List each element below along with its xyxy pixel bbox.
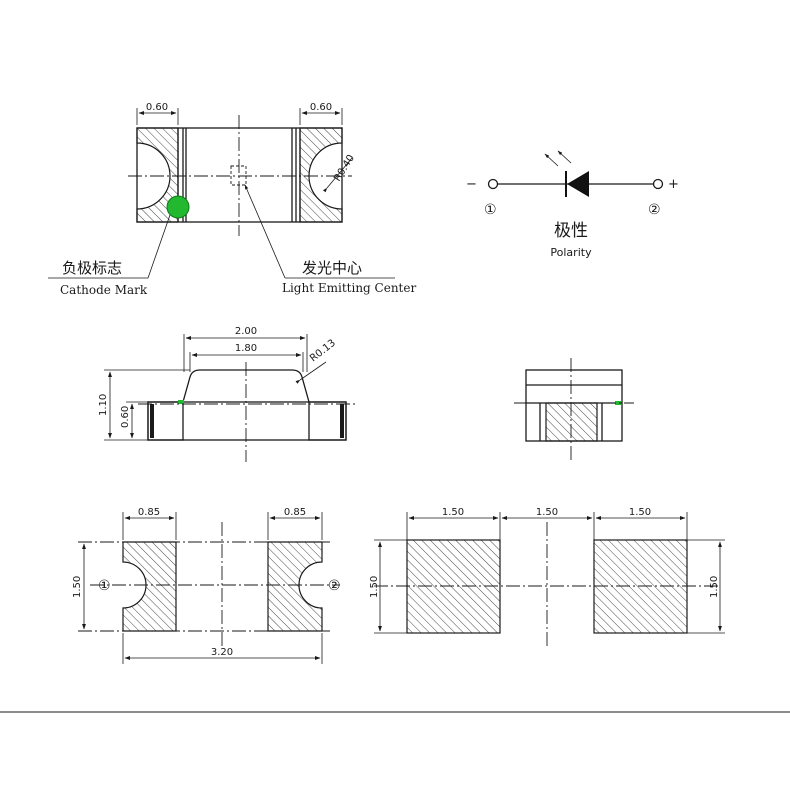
polarity-symbol: − + ① ② 极性 Polarity [466, 150, 679, 259]
top-radius-label: R0.40 [332, 153, 357, 184]
emission-arrow-icon [544, 153, 559, 167]
top-package-outline [136, 127, 343, 223]
light-emitting-center-box [230, 165, 247, 186]
light-center-en: Light Emitting Center [282, 281, 416, 295]
bottom-pad-right [267, 541, 323, 632]
land-dim-height-right: 1.50 [709, 576, 720, 598]
top-dim-right: 0.60 [299, 102, 343, 125]
bottom-pin1: ① [98, 578, 111, 594]
top-dim-left: 0.60 [136, 102, 179, 125]
diode-triangle-icon [567, 171, 589, 197]
land-dim-pad-left: 1.50 [442, 507, 464, 518]
side-dim-body: 0.60 [120, 406, 131, 428]
side-terminal-right [308, 401, 347, 441]
emission-arrow-icon [557, 150, 572, 164]
top-right-terminal [299, 127, 343, 223]
bottom-dim-left: 0.85 [138, 507, 160, 518]
top-view: 0.60 0.60 R0.40 负极标志 [48, 102, 416, 297]
polarity-plus: + [668, 177, 679, 192]
end-view [514, 358, 634, 462]
land-dim-pad-right: 1.50 [629, 507, 651, 518]
bottom-dim-length: 3.20 [211, 647, 233, 658]
cathode-mark-en: Cathode Mark [60, 283, 148, 297]
top-dim-right-label: 0.60 [310, 102, 332, 113]
bottom-dim-height: 1.50 [72, 576, 83, 598]
side-dim-inner: 1.80 [235, 343, 257, 354]
cathode-mark-dot [166, 195, 190, 219]
land-pad-right [593, 539, 688, 634]
top-dim-left-label: 0.60 [146, 102, 168, 113]
land-pattern: 1.50 1.50 1.50 1.50 1.50 [369, 507, 725, 648]
side-view: 2.00 1.80 R0.13 1.10 0.60 [98, 326, 356, 462]
side-dim-height: 1.10 [98, 394, 109, 416]
bottom-pad-left [122, 541, 177, 632]
cathode-mark-zh: 负极标志 [62, 259, 122, 277]
bottom-view: 0.85 0.85 ① ② 1.50 3.20 [72, 507, 341, 664]
polarity-label-en: Polarity [550, 246, 592, 259]
polarity-minus: − [466, 177, 477, 192]
side-body [147, 401, 347, 441]
side-radius-label: R0.13 [308, 338, 338, 365]
side-terminal-left [147, 401, 184, 441]
polarity-label-zh: 极性 [554, 221, 588, 241]
land-dim-gap: 1.50 [536, 507, 558, 518]
end-view-terminal [545, 402, 598, 442]
bottom-dim-right: 0.85 [284, 507, 306, 518]
side-dim-outer: 2.00 [235, 326, 257, 337]
bottom-pin2: ② [328, 578, 341, 594]
polarity-pin2: ② [648, 202, 661, 218]
land-dim-height-left: 1.50 [369, 576, 380, 598]
land-pad-left [406, 539, 501, 634]
light-center-zh: 发光中心 [302, 259, 362, 277]
polarity-pin1: ① [484, 202, 497, 218]
